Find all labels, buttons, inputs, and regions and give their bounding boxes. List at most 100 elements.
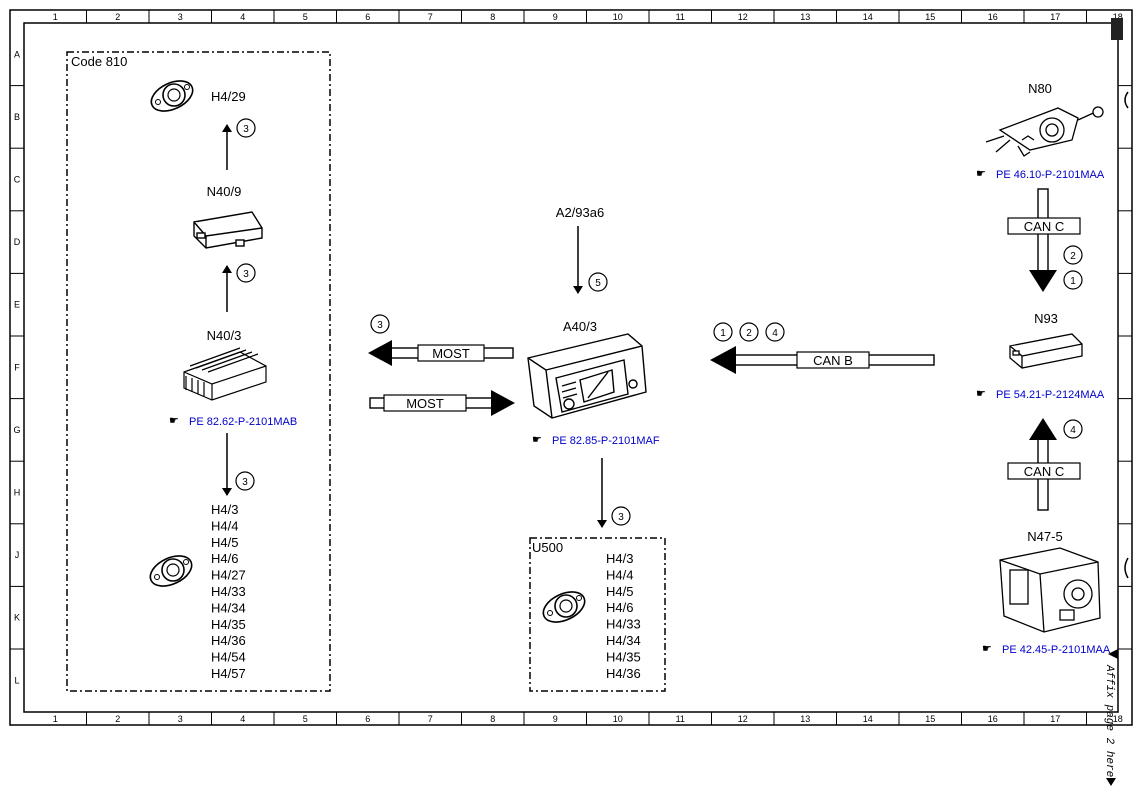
can-c-bus-arrow-down: CAN C (1007, 188, 1081, 292)
column-number-top: 6 (365, 12, 370, 22)
ref-n40-3-link[interactable]: PE 82.62-P-2101MAB (189, 416, 297, 428)
column-number-top: 13 (800, 12, 810, 22)
ref-n47-5-link[interactable]: PE 42.45-P-2101MAA (1002, 644, 1111, 656)
ref-n93-link[interactable]: PE 54.21-P-2124MAA (996, 389, 1105, 401)
speaker-label: H4/5 (606, 584, 633, 599)
row-letter: K (14, 613, 20, 623)
speaker-label: H4/34 (211, 600, 246, 615)
column-number-top: 12 (738, 12, 748, 22)
row-letter: L (14, 675, 19, 685)
column-number-bottom: 17 (1050, 714, 1060, 724)
column-number-bottom: 14 (863, 714, 873, 724)
module-n40-9-label: N40/9 (207, 184, 242, 199)
speaker-label: H4/33 (211, 584, 246, 599)
marker-number: 3 (377, 320, 383, 331)
marker-circle (611, 506, 631, 526)
antenna-a2-93a6-label: A2/93a6 (556, 205, 604, 220)
head-unit-a40-3-label: A40/3 (563, 319, 597, 334)
column-ruler: 1122334455667788991010111112121313141415… (53, 10, 1123, 725)
speaker-label: H4/6 (211, 551, 238, 566)
speaker-h4-29-label: H4/29 (211, 89, 246, 104)
column-number-bottom: 15 (925, 714, 935, 724)
module-n40-9-icon (193, 211, 263, 249)
marker-number: 3 (618, 512, 624, 523)
row-letter: G (13, 425, 20, 435)
ref-n80-link[interactable]: PE 46.10-P-2101MAA (996, 169, 1105, 181)
row-letter: A (14, 49, 20, 59)
side-note-arrow-icon (1106, 778, 1116, 786)
u500-boundary (529, 537, 666, 692)
column-number-top: 15 (925, 12, 935, 22)
marker-circle (236, 263, 256, 283)
code-810-boundary (66, 51, 331, 692)
can-c-bus-arrow-up: CAN C (1007, 418, 1081, 511)
head-unit-a40-3-icon (527, 333, 647, 419)
ref-link-icon: ☛ (976, 388, 986, 400)
module-n40-3-label: N40/3 (207, 328, 242, 343)
column-number-bottom: 10 (613, 714, 623, 724)
speaker-label: H4/4 (211, 518, 238, 533)
column-number-bottom: 7 (428, 714, 433, 724)
speaker-label: H4/57 (211, 666, 246, 681)
marker-circle (1063, 270, 1083, 290)
column-number-top: 3 (178, 12, 183, 22)
column-number-top: 4 (240, 12, 245, 22)
can-c-bus-label: CAN C (1024, 219, 1064, 234)
speaker-label: H4/6 (606, 600, 633, 615)
column-number-bottom: 13 (800, 714, 810, 724)
column-number-top: 16 (988, 12, 998, 22)
marker-circle (235, 471, 255, 491)
row-letter: E (14, 300, 20, 310)
side-note-text: Affix page 2 here (1103, 664, 1115, 777)
speaker-icon (144, 549, 198, 593)
column-number-top: 18 (1113, 12, 1123, 22)
module-n93-icon (1009, 333, 1083, 369)
column-number-bottom: 18 (1113, 714, 1123, 724)
speaker-label: H4/27 (211, 568, 246, 583)
row-letter: H (14, 488, 21, 498)
row-letter: F (14, 362, 20, 372)
u500-title: U500 (532, 540, 563, 555)
ref-a40-3-link[interactable]: PE 82.85-P-2101MAF (552, 435, 660, 447)
esp-unit-n47-5-icon (999, 547, 1101, 633)
frame-inner (23, 22, 1119, 713)
marker-circle (765, 322, 785, 342)
most-bus-label: MOST (432, 346, 470, 361)
steering-column-n80-icon (985, 106, 1104, 157)
column-number-top: 7 (428, 12, 433, 22)
column-number-top: 11 (676, 12, 685, 22)
can-c-bus-label: CAN C (1024, 464, 1064, 479)
marker-number: 2 (746, 328, 752, 339)
marker-circle (236, 118, 256, 138)
row-letter: C (14, 175, 21, 185)
speaker-label: H4/36 (606, 666, 641, 681)
column-number-bottom: 16 (988, 714, 998, 724)
module-n80-label: N80 (1028, 81, 1052, 96)
page-marker-icon (1111, 18, 1123, 40)
column-number-bottom: 6 (365, 714, 370, 724)
column-number-bottom: 3 (178, 714, 183, 724)
row-letter: D (14, 237, 21, 247)
row-letter: B (14, 112, 20, 122)
code-810-speaker-list: H4/3H4/4H4/5H4/6H4/27H4/33H4/34H4/35H4/3… (211, 502, 246, 681)
column-number-bottom: 8 (490, 714, 495, 724)
marker-number: 3 (243, 124, 249, 135)
marker-circle (588, 272, 608, 292)
column-number-top: 1 (53, 12, 58, 22)
speaker-label: H4/5 (211, 535, 238, 550)
amplifier-n40-3-icon (183, 347, 267, 401)
column-number-bottom: 4 (240, 714, 245, 724)
module-n93-label: N93 (1034, 311, 1058, 326)
marker-number: 3 (242, 477, 248, 488)
marker-number: 4 (1070, 425, 1076, 436)
frame-outer (9, 9, 1133, 726)
can-b-bus-arrow: CAN B (710, 346, 935, 374)
ref-link-icon: ☛ (169, 415, 179, 427)
column-number-bottom: 5 (303, 714, 308, 724)
most-bus-label: MOST (406, 396, 444, 411)
speaker-label: H4/36 (211, 633, 246, 648)
marker-number: 3 (243, 269, 249, 280)
column-number-top: 10 (613, 12, 623, 22)
column-number-top: 8 (490, 12, 495, 22)
